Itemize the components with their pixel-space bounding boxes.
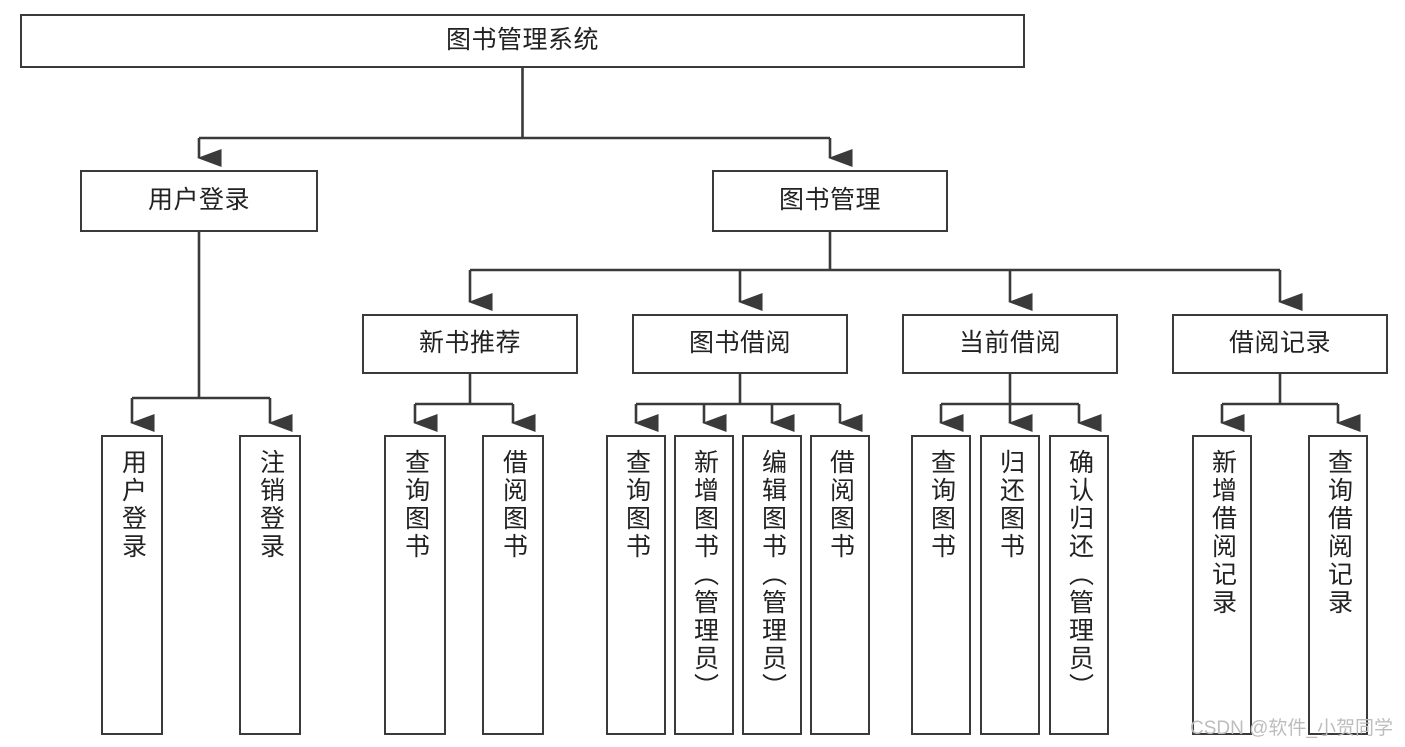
- leaf-add-borrow-record[interactable]: 新增借阅记录: [1192, 435, 1252, 735]
- node-current-borrowing[interactable]: 当前借阅: [902, 314, 1118, 374]
- node-book-borrowing[interactable]: 图书借阅: [632, 314, 848, 374]
- node-borrowing-record[interactable]: 借阅记录: [1172, 314, 1388, 374]
- leaf-confirm-return-admin[interactable]: 确认归还（管理员）: [1049, 435, 1109, 735]
- node-label: 借阅记录: [1228, 329, 1331, 358]
- node-label: 图书管理: [778, 186, 881, 215]
- leaf-borrow-book-borrow[interactable]: 借阅图书: [810, 435, 870, 735]
- node-label: 图书借阅: [688, 329, 791, 358]
- leaf-borrow-book-recommend[interactable]: 借阅图书: [482, 435, 544, 735]
- leaf-return-book[interactable]: 归还图书: [980, 435, 1040, 735]
- node-label: 借阅图书: [499, 449, 528, 561]
- node-label: 图书管理系统: [445, 26, 599, 55]
- node-label: 新增借阅记录: [1208, 449, 1237, 617]
- node-label: 用户登录: [118, 449, 147, 561]
- node-label: 查询图书: [401, 449, 430, 561]
- node-label: 注销登录: [256, 449, 285, 561]
- node-root-system[interactable]: 图书管理系统: [20, 14, 1025, 68]
- leaf-query-borrow-record[interactable]: 查询借阅记录: [1308, 435, 1368, 735]
- leaf-query-book-recommend[interactable]: 查询图书: [384, 435, 446, 735]
- node-label: 查询图书: [622, 449, 651, 561]
- leaf-add-book-admin[interactable]: 新增图书（管理员）: [674, 435, 734, 735]
- node-label: 新增图书（管理员）: [690, 449, 719, 701]
- node-user-login[interactable]: 用户登录: [80, 170, 318, 232]
- node-label: 借阅图书: [826, 449, 855, 561]
- node-label: 查询图书: [927, 449, 956, 561]
- csdn-watermark: CSDN @软件_小贺同学: [1190, 718, 1393, 739]
- node-label: 归还图书: [996, 449, 1025, 561]
- node-label: 查询借阅记录: [1324, 449, 1353, 617]
- leaf-query-book-current[interactable]: 查询图书: [911, 435, 971, 735]
- leaf-logout[interactable]: 注销登录: [239, 435, 301, 735]
- node-label: 用户登录: [147, 186, 250, 215]
- node-label: 编辑图书（管理员）: [758, 449, 787, 701]
- node-new-book-recommendation[interactable]: 新书推荐: [362, 314, 578, 374]
- node-label: 确认归还（管理员）: [1065, 449, 1094, 701]
- node-label: 新书推荐: [418, 329, 521, 358]
- leaf-user-login[interactable]: 用户登录: [101, 435, 163, 735]
- node-label: 当前借阅: [958, 329, 1061, 358]
- leaf-edit-book-admin[interactable]: 编辑图书（管理员）: [742, 435, 802, 735]
- leaf-query-book-borrow[interactable]: 查询图书: [606, 435, 666, 735]
- node-book-management[interactable]: 图书管理: [712, 170, 948, 232]
